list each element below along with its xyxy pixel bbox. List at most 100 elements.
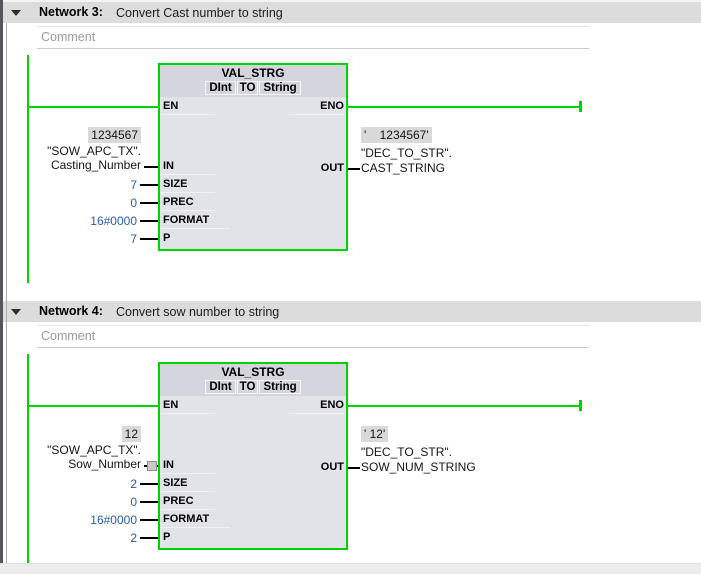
- pin-in: IN: [163, 459, 174, 471]
- p-connection: [140, 238, 158, 240]
- collapse-triangle-icon[interactable]: [11, 10, 21, 16]
- size-connection: [140, 184, 158, 186]
- pin-en: EN: [163, 100, 179, 112]
- network-title: Network 3:: [39, 5, 103, 19]
- eno-wire: [348, 405, 579, 407]
- prec-value[interactable]: 0: [130, 495, 137, 509]
- pin-underline: [160, 210, 215, 211]
- network-comment-field[interactable]: Comment: [37, 325, 589, 348]
- pin-underline: [160, 473, 215, 474]
- pin-underline: [160, 228, 230, 229]
- p-value[interactable]: 7: [130, 232, 137, 246]
- size-connection: [140, 483, 158, 485]
- pin-out: OUT: [320, 162, 344, 174]
- editor-left-guide-line: [6, 23, 7, 563]
- type-from-dropdown[interactable]: DInt: [205, 380, 236, 394]
- size-value[interactable]: 2: [130, 477, 137, 491]
- in-monitor-value: 1234567: [0, 127, 141, 143]
- format-value[interactable]: 16#0000: [90, 513, 137, 527]
- pin-underline: [289, 413, 344, 414]
- format-connection: [140, 220, 158, 222]
- network-description[interactable]: Convert Cast number to string: [116, 6, 283, 20]
- p-value[interactable]: 2: [130, 531, 137, 545]
- in-operand-db[interactable]: "SOW_APC_TX".: [47, 443, 141, 457]
- type-to-word: TO: [236, 380, 259, 394]
- type-from-dropdown[interactable]: DInt: [205, 81, 236, 95]
- out-connection: [348, 467, 360, 469]
- p-connection: [140, 537, 158, 539]
- in-operand-member[interactable]: Sow_Number: [68, 457, 141, 471]
- pin-in: IN: [163, 160, 174, 172]
- eno-wire-end-tick: [579, 400, 582, 411]
- en-wire: [29, 405, 158, 407]
- pin-underline: [289, 114, 344, 115]
- pin-out: OUT: [320, 461, 344, 473]
- pin-underline: [160, 527, 230, 528]
- out-operand-member[interactable]: CAST_STRING: [361, 161, 446, 175]
- out-monitor-value: ' 12': [361, 426, 389, 442]
- pin-format: FORMAT: [163, 214, 210, 226]
- eno-wire-end-tick: [579, 101, 582, 112]
- pin-size: SIZE: [163, 477, 188, 489]
- prec-connection: [140, 501, 158, 503]
- out-operand-db[interactable]: "DEC_TO_STR".: [361, 146, 452, 160]
- network-3: Network 3: Convert Cast number to string…: [0, 2, 701, 283]
- out-operand-member[interactable]: SOW_NUM_STRING: [361, 460, 476, 474]
- block-title: VAL_STRG: [221, 66, 285, 80]
- collapse-triangle-icon[interactable]: [11, 309, 21, 315]
- comment-placeholder: Comment: [41, 30, 96, 44]
- network-comment-field[interactable]: Comment: [37, 26, 589, 49]
- format-value[interactable]: 16#0000: [90, 214, 137, 228]
- pin-size: SIZE: [163, 178, 188, 190]
- network-description[interactable]: Convert sow number to string: [116, 305, 280, 319]
- pin-drag-handle[interactable]: [147, 461, 157, 471]
- en-wire: [29, 106, 158, 108]
- power-rail: [27, 354, 29, 564]
- bottom-divider: [0, 563, 701, 574]
- pin-underline: [160, 509, 215, 510]
- pin-underline: [160, 413, 215, 414]
- type-to-word: TO: [236, 81, 259, 95]
- network-4-header[interactable]: Network 4: Convert sow number to string: [3, 301, 701, 322]
- pin-en: EN: [163, 399, 179, 411]
- block-title: VAL_STRG: [221, 365, 285, 379]
- in-operand-db[interactable]: "SOW_APC_TX".: [47, 144, 141, 158]
- prec-value[interactable]: 0: [130, 196, 137, 210]
- in-monitor-value: 12: [0, 426, 141, 442]
- pin-underline: [160, 192, 215, 193]
- type-to-dropdown[interactable]: String: [259, 380, 301, 394]
- pin-format: FORMAT: [163, 513, 210, 525]
- pin-prec: PREC: [163, 495, 194, 507]
- network-3-header[interactable]: Network 3: Convert Cast number to string: [3, 2, 701, 23]
- pin-underline: [160, 174, 215, 175]
- pin-eno: ENO: [320, 399, 344, 411]
- pin-p: P: [163, 531, 171, 543]
- top-divider: [0, 0, 701, 2]
- editor-left-border: [0, 0, 3, 563]
- network-title: Network 4:: [39, 304, 103, 318]
- prec-connection: [140, 202, 158, 204]
- type-to-dropdown[interactable]: String: [259, 81, 301, 95]
- pin-underline: [160, 491, 215, 492]
- out-monitor-value: ' 1234567': [361, 127, 432, 143]
- pin-prec: PREC: [163, 196, 194, 208]
- size-value[interactable]: 7: [130, 178, 137, 192]
- pin-underline: [160, 114, 215, 115]
- pin-eno: ENO: [320, 100, 344, 112]
- format-connection: [140, 519, 158, 521]
- in-operand-member[interactable]: Casting_Number: [50, 158, 141, 172]
- in-connection: [144, 166, 158, 168]
- out-operand-db[interactable]: "DEC_TO_STR".: [361, 445, 452, 459]
- eno-wire: [348, 106, 579, 108]
- out-connection: [348, 168, 360, 170]
- network-4: Network 4: Convert sow number to string …: [0, 299, 701, 564]
- comment-placeholder: Comment: [41, 329, 96, 343]
- pin-p: P: [163, 232, 171, 244]
